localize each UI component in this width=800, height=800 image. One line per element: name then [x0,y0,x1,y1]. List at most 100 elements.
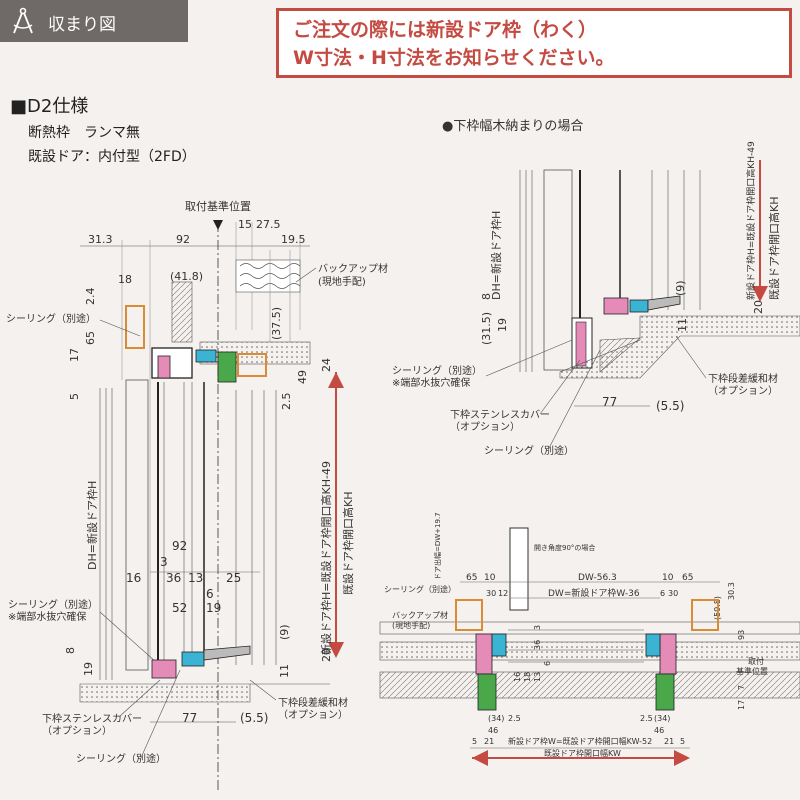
dim-11-main: 11 [278,664,291,678]
dim-mid-16: 16 [126,571,141,585]
dim-34-left: (34) [488,714,504,723]
dim-18: 18 [118,273,132,286]
main-section-drawing: 取付基準位置 31.3 92 15 27.5 19.5 18 (41.8) 2.… [6,199,388,790]
dim-mid-52: 52 [172,601,187,615]
kh-label-detail: 既設ドア枠開口高KH [767,197,781,300]
dim-19-detail: 19 [496,318,509,332]
dim-30-3: 30.3 [727,582,736,600]
backup-sub-plan: (現地手配) [392,620,430,630]
kh49-label-detail: 新設ドア枠H=既設ドア枠開口高KH-49 [745,141,757,300]
dh-label-detail: DH=新設ドア枠H [489,211,503,300]
dim-2-5-left: 2.5 [508,714,521,723]
spec-existing-door: 既設ドア：内付型（2FD） [28,149,196,165]
step-sub-detail: （オプション） [708,385,778,397]
dh-label-main: DH=新設ドア枠H [85,481,99,570]
dim-9-detail: (9) [674,280,687,296]
dim-12: 12 [498,589,508,598]
dim-21-right: 21 [664,737,674,746]
door-width-vertical: ドア出幅=DW+19.7 [433,512,442,580]
dim-mid-19: 19 [206,601,221,615]
dim-2-5-right: 2.5 [640,714,653,723]
ref-label-plan: 取付 [748,656,764,666]
drain-note-detail: ※端部水抜穴確保 [392,376,470,389]
drain-note-main: ※端部水抜穴確保 [8,610,86,623]
dim-13-plan: 13 [533,672,542,682]
cover-sub-main: （オプション） [42,725,112,737]
dim-mid-13: 13 [188,571,203,585]
dim-8-detail: 8 [480,293,493,300]
plan-section-drawing: 開き角度90°の場合 ドア出幅=DW+19.7 65 10 10 65 DW-5… [379,512,800,766]
notice-line-1: ご注文の際には新設ドア枠（わく） [293,19,598,41]
dim-65: 65 [84,331,97,345]
dim-65-right: 65 [682,573,693,583]
dim-5-5-detail: (5.5) [656,399,684,413]
dim-10-left: 10 [484,573,496,583]
ref-label-plan-2: 基準位置 [736,666,768,676]
dim-30-right: 30 [668,589,678,598]
dim-15: 15 [238,218,252,231]
dw-label: DW=新設ドア枠W-36 [548,587,640,599]
dim-17-plan: 17 [737,700,746,710]
dim-31-5-detail: (31.5) [480,312,493,345]
dim-34-right: (34) [654,714,670,723]
dim-mid-36: 36 [166,571,181,585]
dim-9-main: (9) [278,624,291,640]
dim-18-plan: 18 [523,672,532,682]
dim-17: 17 [68,348,81,362]
dim-46-right: 46 [654,726,664,735]
open-angle-note: 開き角度90°の場合 [534,543,595,552]
step-sub-main: （オプション） [278,709,348,721]
step-label-detail: 下枠段差緩和材 [708,372,778,385]
order-notice: ご注文の際には新設ドア枠（わく） W寸法・H寸法をお知らせください。 [276,8,792,78]
dim-92: 92 [176,233,190,246]
dim-5-left: 5 [472,737,477,746]
dim-77-detail: 77 [602,395,617,409]
dim-20-main: 20 [320,648,333,662]
dim-27-5: 27.5 [256,218,281,231]
dim-49: 49 [296,370,309,384]
dim-65-left: 65 [466,573,477,583]
dw-56-label: DW-56.3 [578,573,617,583]
dim-30-left: 30 [486,589,496,598]
step-label-main: 下枠段差緩和材 [278,696,348,709]
dim-6-plan: 6 [543,661,552,666]
kh49-label-main: 新設ドア枠H=既設ドア枠開口高KH-49 [319,461,333,655]
spec-title: ■D2仕様 [10,96,89,117]
backup-material-sub: (現地手配) [318,275,366,288]
dim-mid-6: 6 [206,587,214,601]
kw-label: 既設ドア枠開口幅KW [544,748,621,758]
kh-label-main: 既設ドア枠開口高KH [341,492,355,595]
dim-20-detail: 20 [752,300,765,314]
dim-77-main: 77 [182,711,197,725]
dim-3-plan: 3 [533,625,542,630]
dim-6-right: 6 [660,589,665,598]
dim-2-5: 2.5 [280,393,293,411]
dim-46-left: 46 [488,726,498,735]
dim-5-5-main: (5.5) [240,711,268,725]
header: 収まり図 ご注文の際には新設ドア枠（わく） W寸法・H寸法をお知らせください。 [0,0,800,95]
dim-mid-25: 25 [226,571,241,585]
spec-frame: 断熱枠 ランマ無 [28,125,140,141]
cover-label-main: 下枠ステンレスカバー [42,712,142,725]
baseboard-detail-drawing: ●下枠幅木納まりの場合 DH=新設ドア枠H 新設ドア枠H=既設ドア枠開口高KH-… [392,119,800,457]
sealing-label-top: シーリング（別途） [6,312,96,325]
dim-16-plan: 16 [513,672,522,682]
section-title: 収まり図 [48,15,116,35]
sealing-bottom-detail: シーリング（別途） [484,444,574,457]
sealing-label-plan: シーリング（別途） [384,584,456,594]
dim-36-plan: 36 [533,640,542,650]
compass-icon [13,7,33,34]
dim-31-3: 31.3 [88,233,113,246]
dim-41-8: (41.8) [170,270,203,283]
detail-title: ●下枠幅木納まりの場合 [442,119,583,134]
dim-7-plan: 7 [737,685,746,690]
dim-21-left: 21 [484,737,494,746]
backup-label-plan: バックアップ材 [392,610,448,620]
dim-2-4: 2.4 [84,288,97,306]
dim-37-5: (37.5) [270,307,283,340]
dim-mid-3: 3 [160,555,168,569]
dim-8-main: 8 [64,647,77,654]
dim-93-plan: 93 [737,630,746,640]
cover-label-detail: 下枠ステンレスカバー [450,408,550,421]
